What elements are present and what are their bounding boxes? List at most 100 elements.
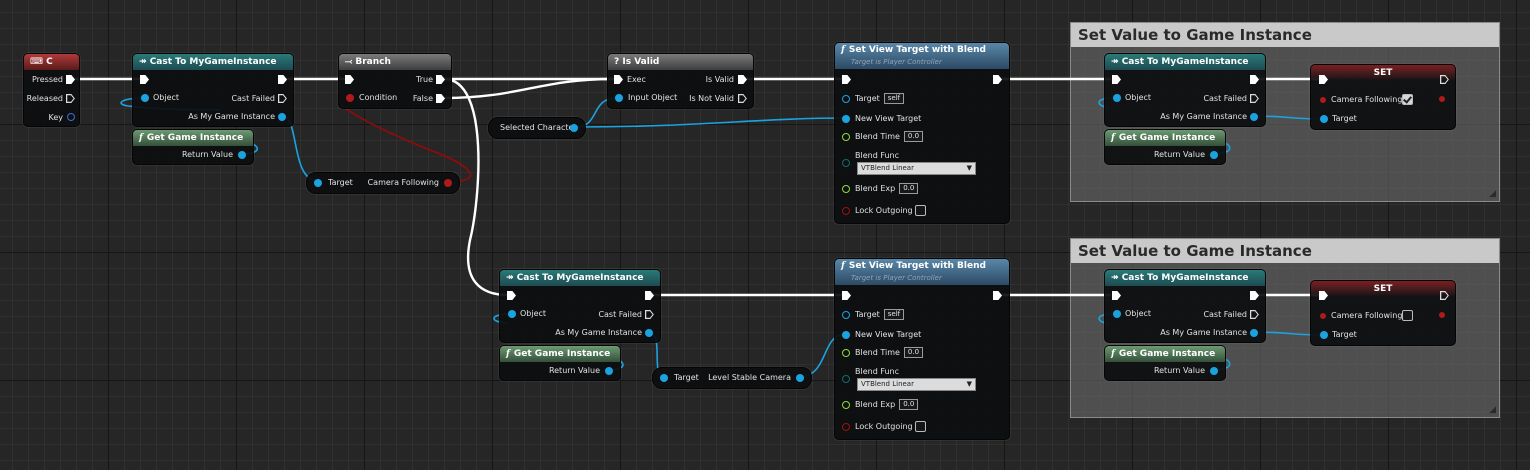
blend-func-dropdown[interactable]: VTBlend Linear▼ bbox=[857, 162, 976, 175]
cast-failed-pin[interactable] bbox=[1250, 310, 1259, 319]
blend-time-pin[interactable] bbox=[842, 349, 850, 357]
exec-in-pin[interactable] bbox=[842, 291, 851, 300]
node-header[interactable]: SET bbox=[1311, 281, 1455, 297]
lock-outgoing-checkbox[interactable] bbox=[915, 205, 926, 216]
cast-failed-pin[interactable] bbox=[278, 94, 287, 103]
blend-time-pin[interactable] bbox=[842, 133, 850, 141]
return-value-pin[interactable] bbox=[1210, 367, 1218, 375]
blend-exp-input[interactable]: 0.0 bbox=[899, 399, 919, 410]
node-header[interactable]: ? Is Valid bbox=[608, 54, 753, 70]
cast-failed-pin[interactable] bbox=[1250, 94, 1259, 103]
exec-in-pin[interactable] bbox=[1112, 291, 1121, 300]
object-out-pin[interactable] bbox=[570, 124, 578, 132]
branch-node[interactable]: ⤙ Branch True Condition False bbox=[338, 53, 452, 109]
comment-title[interactable]: Set Value to Game Instance bbox=[1071, 239, 1499, 263]
camera-following-checkbox[interactable] bbox=[1402, 310, 1413, 321]
exec-out-pin[interactable] bbox=[1250, 75, 1259, 84]
as-instance-pin[interactable] bbox=[1250, 113, 1258, 121]
key-event-node[interactable]: ⌨ C Pressed Released Key bbox=[23, 53, 80, 127]
cast-node[interactable]: ↠ Cast To MyGameInstance Object Cast Fai… bbox=[132, 53, 294, 127]
blend-exp-input[interactable]: 0.0 bbox=[899, 183, 919, 194]
lock-outgoing-checkbox[interactable] bbox=[915, 421, 926, 432]
exec-in-pin[interactable] bbox=[842, 75, 851, 84]
selected-character-getter[interactable]: Selected Character bbox=[488, 117, 586, 139]
camera-following-in-pin[interactable] bbox=[1320, 313, 1326, 319]
resize-handle-icon[interactable]: ◢ bbox=[1489, 405, 1496, 415]
camera-following-out-pin[interactable] bbox=[1439, 96, 1445, 102]
resize-handle-icon[interactable]: ◢ bbox=[1489, 189, 1496, 199]
blend-time-input[interactable]: 0.0 bbox=[903, 131, 924, 142]
is-valid-node[interactable]: ? Is Valid Exec Is Valid Input Object Is… bbox=[607, 53, 754, 109]
exec-in-pin[interactable] bbox=[1112, 75, 1121, 84]
target-pin[interactable] bbox=[842, 95, 850, 103]
exec-in-pin[interactable] bbox=[1319, 291, 1328, 300]
node-header[interactable]: ⤙ Branch bbox=[339, 54, 451, 70]
blend-func-pin[interactable] bbox=[842, 375, 850, 383]
cast-node[interactable]: ↠ Cast To MyGameInstance Object Cast Fai… bbox=[1104, 53, 1266, 127]
as-instance-pin[interactable] bbox=[645, 329, 653, 337]
exec-in-pin[interactable] bbox=[614, 75, 623, 84]
condition-pin[interactable] bbox=[346, 94, 354, 102]
exec-out-pin[interactable] bbox=[1250, 291, 1259, 300]
exec-in-pin[interactable] bbox=[345, 75, 354, 84]
target-pin[interactable] bbox=[1320, 115, 1328, 123]
exec-out-pin[interactable] bbox=[278, 75, 287, 84]
target-pin[interactable] bbox=[842, 311, 850, 319]
lock-outgoing-pin[interactable] bbox=[842, 423, 850, 431]
set-variable-node[interactable]: SET Camera Following Target bbox=[1310, 64, 1456, 130]
object-pin[interactable] bbox=[141, 94, 149, 102]
object-pin[interactable] bbox=[508, 310, 516, 318]
is-not-valid-exec-pin[interactable] bbox=[738, 94, 747, 103]
blend-exp-pin[interactable] bbox=[842, 401, 850, 409]
is-valid-exec-pin[interactable] bbox=[738, 75, 747, 84]
node-header[interactable]: SET bbox=[1311, 65, 1455, 81]
blend-exp-pin[interactable] bbox=[842, 185, 850, 193]
exec-out-pin[interactable] bbox=[645, 291, 654, 300]
blend-func-dropdown[interactable]: VTBlend Linear▼ bbox=[857, 378, 976, 391]
lock-outgoing-pin[interactable] bbox=[842, 207, 850, 215]
cast-node[interactable]: ↠ Cast To MyGameInstance Object Cast Fai… bbox=[499, 269, 661, 343]
return-value-pin[interactable] bbox=[1210, 151, 1218, 159]
released-exec-pin[interactable] bbox=[66, 94, 75, 103]
exec-in-pin[interactable] bbox=[507, 291, 516, 300]
bool-out-pin[interactable] bbox=[444, 179, 452, 187]
node-header[interactable]: ↠ Cast To MyGameInstance bbox=[133, 54, 293, 70]
blend-func-pin[interactable] bbox=[842, 159, 850, 167]
key-struct-pin[interactable] bbox=[67, 113, 75, 121]
object-out-pin[interactable] bbox=[796, 374, 804, 382]
camera-following-out-pin[interactable] bbox=[1439, 312, 1445, 318]
cast-failed-pin[interactable] bbox=[645, 310, 654, 319]
object-pin[interactable] bbox=[1113, 94, 1121, 102]
return-value-pin[interactable] bbox=[605, 367, 613, 375]
input-object-pin[interactable] bbox=[615, 94, 623, 102]
true-exec-pin[interactable] bbox=[436, 75, 445, 84]
node-header[interactable]: ↠ Cast To MyGameInstance bbox=[500, 270, 660, 286]
set-variable-node[interactable]: SET Camera Following Target bbox=[1310, 280, 1456, 346]
camera-following-in-pin[interactable] bbox=[1320, 97, 1326, 103]
exec-out-pin[interactable] bbox=[993, 291, 1002, 300]
as-instance-pin[interactable] bbox=[1250, 329, 1258, 337]
camera-following-checkbox[interactable] bbox=[1402, 94, 1413, 105]
level-stable-camera-getter[interactable]: Target Level Stable Camera bbox=[652, 367, 812, 389]
node-header[interactable]: ↠ Cast To MyGameInstance bbox=[1105, 270, 1265, 286]
new-view-target-pin[interactable] bbox=[842, 331, 850, 339]
node-header[interactable]: ⌨ C bbox=[24, 54, 79, 70]
blend-time-input[interactable]: 0.0 bbox=[903, 347, 924, 358]
target-pin[interactable] bbox=[1320, 331, 1328, 339]
new-view-target-pin[interactable] bbox=[842, 115, 850, 123]
return-value-pin[interactable] bbox=[238, 151, 246, 159]
exec-in-pin[interactable] bbox=[140, 75, 149, 84]
camera-following-getter[interactable]: Target Camera Following bbox=[306, 172, 460, 194]
